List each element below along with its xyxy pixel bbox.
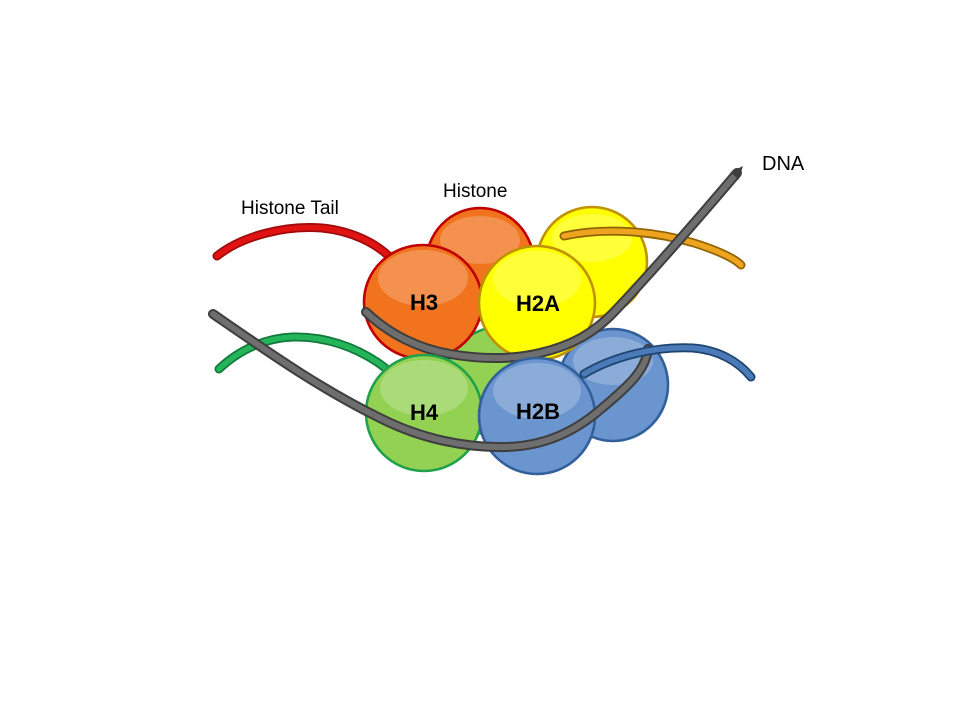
histone-tail-label: Histone Tail — [241, 198, 339, 219]
h4-label: H4 — [410, 400, 439, 425]
histone-tail-red-curve — [212, 223, 397, 264]
histone-tail-blue-curve — [579, 343, 756, 382]
dna-strand-upper — [361, 166, 743, 363]
dna-strand-lower — [208, 309, 653, 453]
dna-arrowhead — [730, 166, 743, 180]
h2a-label: H2A — [516, 291, 560, 316]
histone-label: Histone — [443, 181, 507, 202]
dna-strand-upper-core — [363, 170, 740, 361]
h2b-label: H2B — [516, 399, 560, 424]
histone-tail-red-core — [214, 224, 395, 262]
histone-tail-blue-core — [581, 344, 754, 380]
dna-strand-lower-core — [210, 311, 651, 451]
dna-label: DNA — [762, 153, 805, 175]
h3-label: H3 — [410, 290, 438, 315]
